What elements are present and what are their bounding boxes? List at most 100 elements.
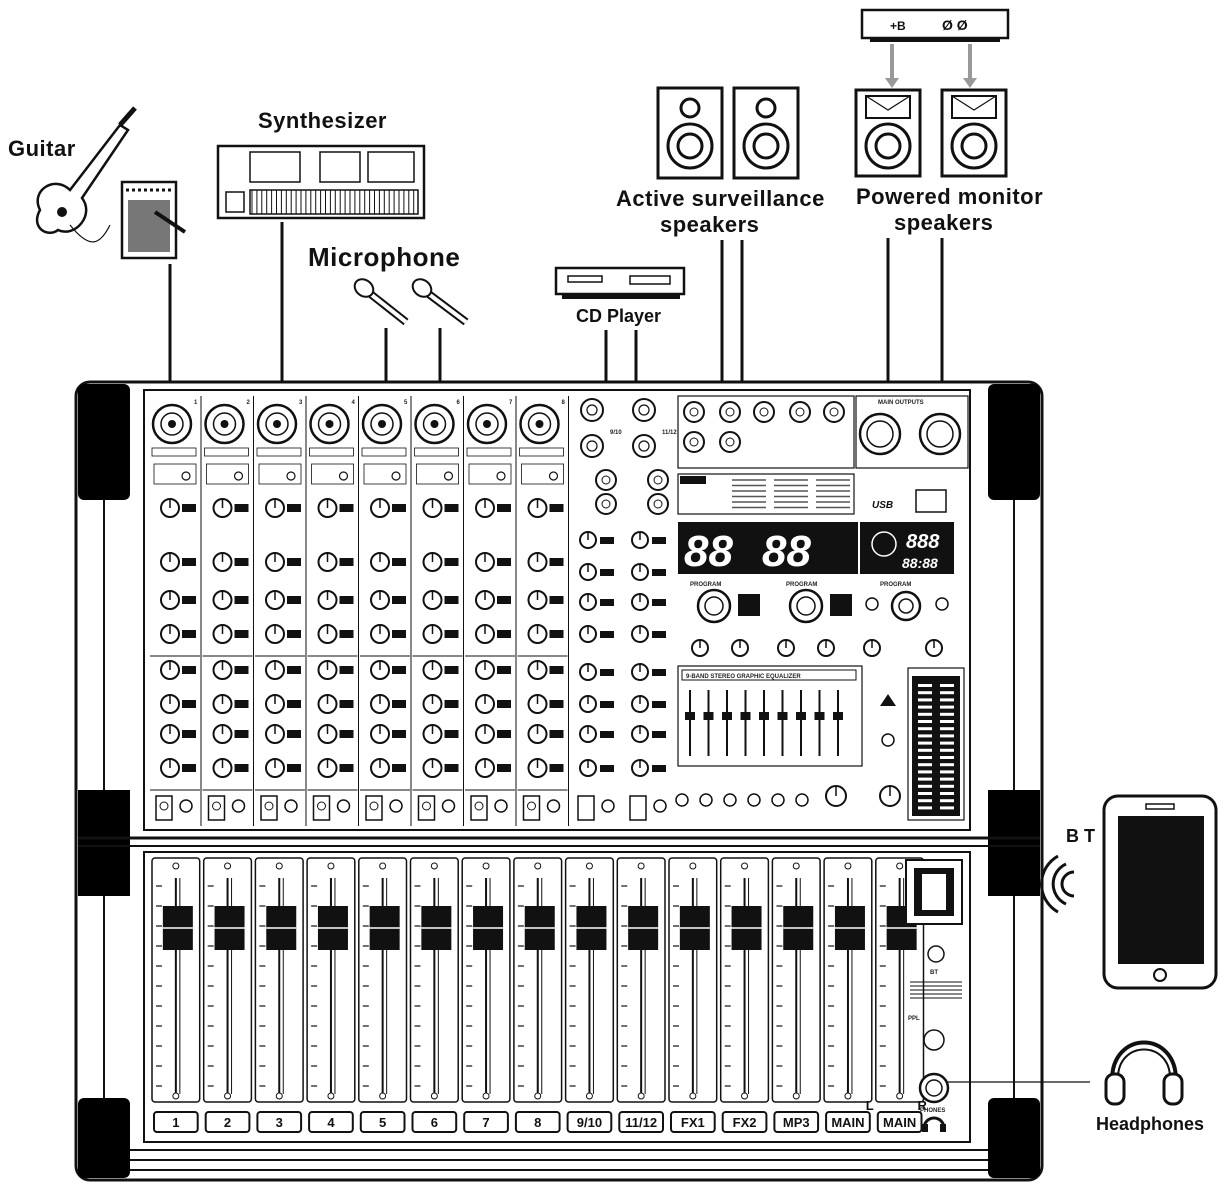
rotary-knob[interactable] (317, 624, 354, 644)
rotary-knob[interactable] (160, 552, 196, 572)
rotary-knob[interactable] (422, 660, 459, 680)
rotary-knob[interactable] (160, 624, 196, 644)
rotary-knob[interactable] (422, 724, 459, 744)
rotary-knob[interactable] (475, 694, 511, 714)
rotary-knob[interactable] (475, 552, 511, 572)
output-jack[interactable] (683, 401, 705, 423)
fader-cap[interactable] (679, 906, 710, 950)
xlr-combo-jack[interactable] (361, 403, 403, 445)
solo-button[interactable] (653, 799, 667, 813)
rotary-knob[interactable] (317, 552, 354, 572)
rotary-knob[interactable] (160, 590, 196, 610)
rotary-knob[interactable] (212, 624, 249, 644)
rotary-knob[interactable] (160, 724, 196, 744)
rotary-knob[interactable] (212, 694, 249, 714)
rotary-knob[interactable] (691, 639, 709, 657)
rotary-knob[interactable] (475, 590, 511, 610)
output-jack[interactable] (719, 401, 741, 423)
output-jack[interactable] (823, 401, 845, 423)
bt-pair-button[interactable] (927, 945, 945, 963)
toggle-button[interactable] (723, 793, 737, 807)
phones-level-knob[interactable] (923, 1029, 945, 1051)
rotary-knob[interactable] (475, 498, 511, 518)
rotary-knob[interactable] (212, 552, 249, 572)
rca-input-jack[interactable] (595, 493, 617, 515)
rotary-knob[interactable] (265, 694, 301, 714)
rotary-knob[interactable] (475, 724, 511, 744)
fader-cap[interactable] (421, 906, 452, 950)
fx2-program-knob[interactable]: PROGRAM (786, 582, 852, 624)
solo-button[interactable] (441, 799, 456, 813)
rotary-knob[interactable] (370, 590, 406, 610)
xlr-combo-jack[interactable] (466, 403, 508, 445)
rotary-knob[interactable] (422, 590, 459, 610)
rotary-knob[interactable] (212, 590, 249, 610)
rotary-knob[interactable] (925, 639, 943, 657)
rotary-knob[interactable] (631, 759, 666, 777)
fx1-program-knob[interactable]: PROGRAM (690, 582, 760, 624)
aux-send-knob[interactable] (825, 785, 847, 807)
eq-slider[interactable] (740, 690, 751, 756)
rotary-knob[interactable] (422, 758, 459, 778)
line-input-jack[interactable] (632, 434, 656, 458)
rotary-knob[interactable] (863, 639, 881, 657)
line-input-jack[interactable] (580, 398, 604, 422)
mute-button[interactable] (470, 795, 488, 821)
line-input-jack[interactable] (580, 434, 604, 458)
rotary-knob[interactable] (212, 758, 249, 778)
rotary-knob[interactable] (370, 624, 406, 644)
rotary-knob[interactable] (527, 724, 564, 744)
fader-cap[interactable] (162, 906, 193, 950)
rotary-knob[interactable] (631, 531, 666, 549)
mute-button[interactable] (260, 795, 278, 821)
eq-slider[interactable] (777, 690, 788, 756)
rotary-knob[interactable] (212, 724, 249, 744)
toggle-button[interactable] (675, 793, 689, 807)
rotary-knob[interactable] (265, 758, 301, 778)
mute-button[interactable] (577, 795, 595, 821)
mute-button[interactable] (365, 795, 383, 821)
rotary-knob[interactable] (475, 758, 511, 778)
mute-button[interactable] (417, 795, 436, 821)
rotary-knob[interactable] (631, 593, 666, 611)
rotary-knob[interactable] (777, 639, 795, 657)
solo-button[interactable] (546, 799, 561, 813)
rotary-knob[interactable] (579, 563, 614, 581)
rotary-knob[interactable] (475, 660, 511, 680)
rotary-knob[interactable] (265, 624, 301, 644)
rotary-knob[interactable] (631, 695, 666, 713)
solo-button[interactable] (601, 799, 615, 813)
rotary-knob[interactable] (160, 758, 196, 778)
rotary-knob[interactable] (475, 624, 511, 644)
rotary-knob[interactable] (631, 625, 666, 643)
rotary-knob[interactable] (160, 694, 196, 714)
rotary-knob[interactable] (265, 660, 301, 680)
rotary-knob[interactable] (370, 660, 406, 680)
xlr-combo-jack[interactable] (309, 403, 350, 445)
output-jack[interactable] (753, 401, 775, 423)
mute-button[interactable] (155, 795, 173, 821)
mute-button[interactable] (629, 795, 647, 821)
output-jack[interactable] (683, 431, 705, 453)
xlr-combo-jack[interactable] (204, 403, 245, 445)
rotary-knob[interactable] (317, 590, 354, 610)
solo-button[interactable] (284, 799, 298, 813)
rotary-knob[interactable] (579, 531, 614, 549)
xlr-combo-jack[interactable] (151, 403, 193, 445)
rotary-knob[interactable] (370, 758, 406, 778)
mute-button[interactable] (207, 795, 226, 821)
rotary-knob[interactable] (370, 694, 406, 714)
rotary-knob[interactable] (212, 660, 249, 680)
toggle-button[interactable] (795, 793, 809, 807)
fader-cap[interactable] (524, 906, 555, 950)
mute-button[interactable] (522, 795, 541, 821)
rotary-knob[interactable] (265, 498, 301, 518)
xlr-combo-jack[interactable] (256, 403, 298, 445)
xlr-combo-jack[interactable] (519, 403, 560, 445)
eq-slider[interactable] (685, 690, 695, 756)
aux-send-knob[interactable] (879, 785, 901, 807)
fader-cap[interactable] (628, 906, 659, 950)
rotary-knob[interactable] (579, 593, 614, 611)
rotary-knob[interactable] (422, 552, 459, 572)
rotary-knob[interactable] (317, 660, 354, 680)
